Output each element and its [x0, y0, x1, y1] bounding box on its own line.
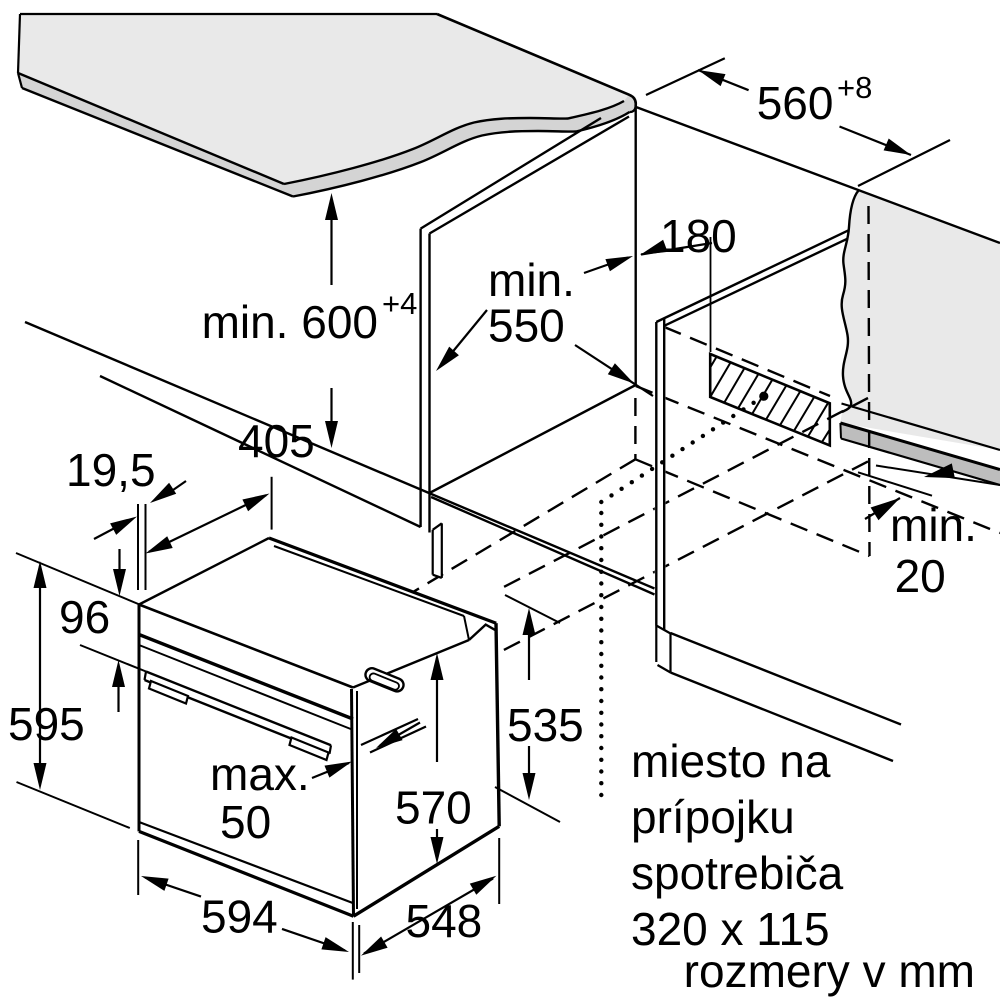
svg-text:20: 20	[895, 550, 946, 602]
svg-text:550: 550	[488, 300, 565, 352]
svg-text:miesto na: miesto na	[631, 735, 831, 787]
svg-text:594: 594	[201, 891, 278, 943]
svg-text:180: 180	[660, 210, 737, 262]
svg-text:50: 50	[220, 796, 271, 848]
svg-text:560: 560	[757, 77, 834, 129]
svg-text:548: 548	[406, 895, 483, 947]
svg-text:rozmery v mm: rozmery v mm	[684, 945, 975, 997]
svg-text:570: 570	[395, 782, 472, 834]
svg-text:96: 96	[59, 591, 110, 643]
svg-text:+8: +8	[837, 70, 872, 105]
svg-text:prípojku: prípojku	[631, 791, 795, 843]
svg-text:535: 535	[507, 699, 584, 751]
svg-text:spotrebiča: spotrebiča	[631, 847, 844, 899]
svg-text:+4: +4	[382, 286, 417, 321]
svg-text:min.: min.	[890, 499, 977, 551]
svg-text:max.: max.	[210, 748, 310, 800]
svg-text:min.: min.	[488, 254, 575, 306]
svg-text:405: 405	[238, 415, 315, 467]
svg-text:320 x 115: 320 x 115	[631, 903, 830, 955]
svg-text:19,5: 19,5	[66, 444, 156, 496]
svg-text:min. 600: min. 600	[202, 296, 378, 348]
svg-text:595: 595	[8, 698, 85, 750]
